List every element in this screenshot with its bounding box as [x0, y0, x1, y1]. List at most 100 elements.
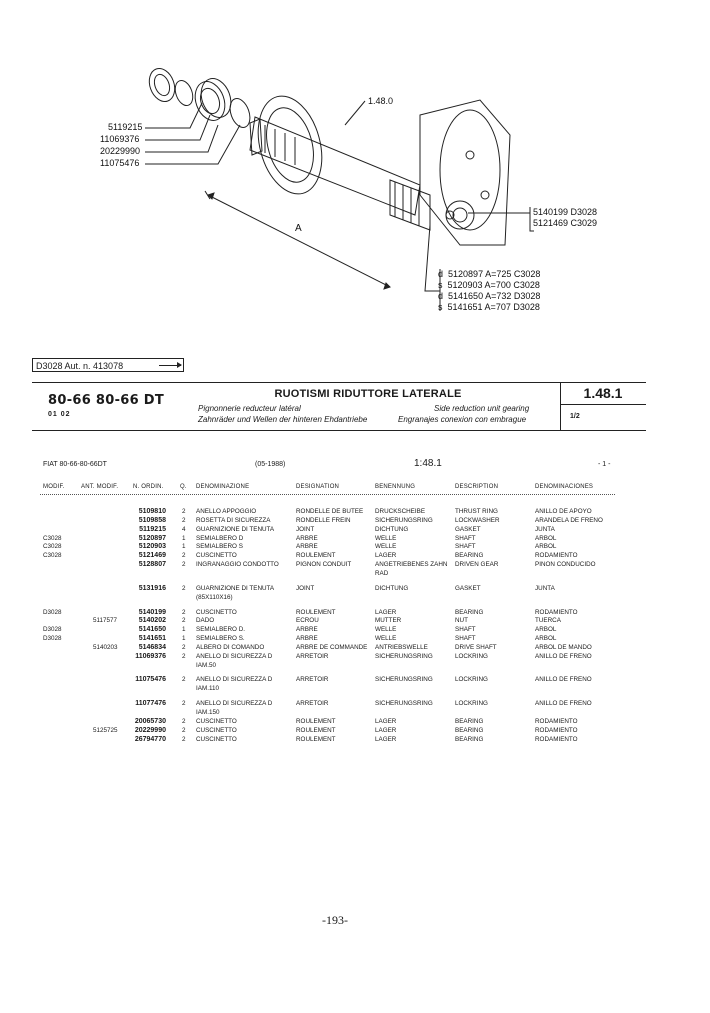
cell-fr: ARBRE [296, 635, 318, 643]
cell-it: (85X110X16) [196, 593, 233, 601]
cell-fr: ARRETOIR [296, 652, 329, 660]
list-code: 1:48.1 [414, 458, 442, 469]
col-head-modif: MODIF. [43, 484, 65, 490]
diagram-dimension-label: A [295, 223, 302, 234]
cell-ordin: 26794770 [134, 735, 166, 743]
cell-q: 2 [182, 617, 186, 625]
diagram-label-right-pair-2: 5121469 C3029 [533, 218, 598, 228]
cell-en: SHAFT [455, 534, 476, 542]
cell-fr: ARBRE [296, 543, 318, 551]
col-head-description: DESCRIPTION [455, 484, 499, 490]
cell-ordin: 5146834 [138, 643, 166, 651]
cell-ordin: 5128807 [138, 561, 166, 569]
cell-de: SICHERUNGSRING [375, 516, 433, 524]
page-number: -193- [322, 913, 348, 927]
diagram-label-left-1: 5119215 [108, 122, 143, 132]
cell-es: RODAMIENTO [535, 717, 578, 725]
cell-q: 2 [182, 643, 186, 651]
section-page: 1/2 [570, 413, 580, 420]
cell-ordin: 11075476 [135, 676, 166, 684]
diagram-label-quad-4: s 5141651 A=707 D3028 [438, 302, 540, 312]
cell-en: LOCKRING [455, 700, 488, 708]
cell-fr: ROULEMENT [296, 726, 336, 734]
cell-fr: ARBRE [296, 626, 318, 634]
diagram-label-left-2: 11069376 [100, 134, 140, 144]
cell-ant: 5140203 [93, 643, 118, 651]
cell-en: BEARING [455, 552, 484, 560]
diagram-drawing [145, 68, 534, 311]
section-code: 1.48.1 [583, 385, 623, 401]
modification-reference-text: D3028 Aut. n. 413078 [36, 361, 124, 371]
cell-fr: ROULEMENT [296, 717, 336, 725]
cell-de: LAGER [375, 552, 397, 560]
diagram-label-quad-3: d 5141650 A=732 D3028 [438, 291, 541, 301]
cell-it: DADO [196, 617, 215, 625]
cell-modif: C3028 [43, 543, 62, 551]
cell-ordin: 5141651 [138, 635, 166, 643]
cell-ordin: 5140202 [138, 617, 166, 625]
cell-de: LAGER [375, 608, 397, 616]
diagram-label-quad-2: s 5120903 A=700 C3028 [438, 280, 540, 290]
table-row: IAM.150 [0, 708, 710, 717]
cell-q: 2 [182, 516, 186, 524]
cell-fr: ROULEMENT [296, 608, 336, 616]
cell-ordin: 20065730 [134, 717, 166, 725]
cell-es: ARBOL [535, 626, 557, 634]
cell-de: ANTRIEBSWELLE [375, 643, 428, 651]
exploded-parts-diagram: 5119215 11069376 20229990 11075476 1.48.… [90, 55, 650, 355]
cell-fr: ARBRE DE COMMANDE [296, 643, 368, 651]
cell-it: CUSCINETTO [196, 552, 237, 560]
cell-fr: JOINT [296, 584, 315, 592]
cell-es: ANILLO DE FRENO [535, 676, 592, 684]
cell-it: CUSCINETTO [196, 608, 237, 616]
cell-it: ANELLO APPOGGIO [196, 508, 257, 515]
cell-es: JUNTA [535, 525, 555, 533]
cell-es: ANILLO DE FRENO [535, 652, 592, 660]
arrow-right-icon [159, 362, 182, 368]
cell-en: SHAFT [455, 543, 476, 551]
cell-q: 2 [182, 676, 186, 684]
cell-it: IAM.150 [196, 709, 220, 716]
cell-es: RODAMIENTO [535, 726, 578, 734]
title-english: Side reduction unit gearing [434, 404, 530, 413]
cell-de: WELLE [375, 626, 397, 634]
cell-de: DICHTUNG [375, 525, 409, 533]
cell-q: 2 [182, 700, 186, 708]
cell-es: ARBOL [535, 543, 557, 551]
cell-it: SEMIALBERO S [196, 543, 243, 551]
diagram-label-top: 1.48.0 [368, 96, 394, 106]
cell-it: GUARNIZIONE DI TENUTA [196, 525, 275, 533]
cell-ant: 5125725 [93, 726, 118, 734]
cell-de: DICHTUNG [375, 584, 409, 592]
cell-de: WELLE [375, 635, 397, 643]
cell-it: SEMIALBERO D. [196, 626, 245, 634]
cell-it: GUARNIZIONE DI TENUTA [196, 584, 275, 592]
cell-en: DRIVEN GEAR [455, 561, 499, 569]
cell-fr: RONDELLE FREIN [296, 516, 351, 524]
cell-it: ALBERO DI COMANDO [196, 643, 265, 651]
cell-q: 4 [182, 525, 186, 533]
cell-fr: ROULEMENT [296, 552, 336, 560]
cell-ordin: 11069376 [135, 652, 166, 660]
cell-en: BEARING [455, 735, 484, 743]
cell-modif: C3028 [43, 534, 62, 542]
cell-es: ARANDELA DE FRENO [535, 516, 603, 524]
header-divider [560, 382, 561, 430]
cell-modif: D3028 [43, 626, 62, 634]
cell-en: GASKET [455, 525, 481, 533]
model-subcode: 01 02 [48, 411, 71, 418]
cell-en: BEARING [455, 717, 484, 725]
list-date: (05-1988) [255, 461, 286, 468]
cell-q: 1 [182, 635, 186, 643]
cell-fr: ARBRE [296, 534, 318, 542]
